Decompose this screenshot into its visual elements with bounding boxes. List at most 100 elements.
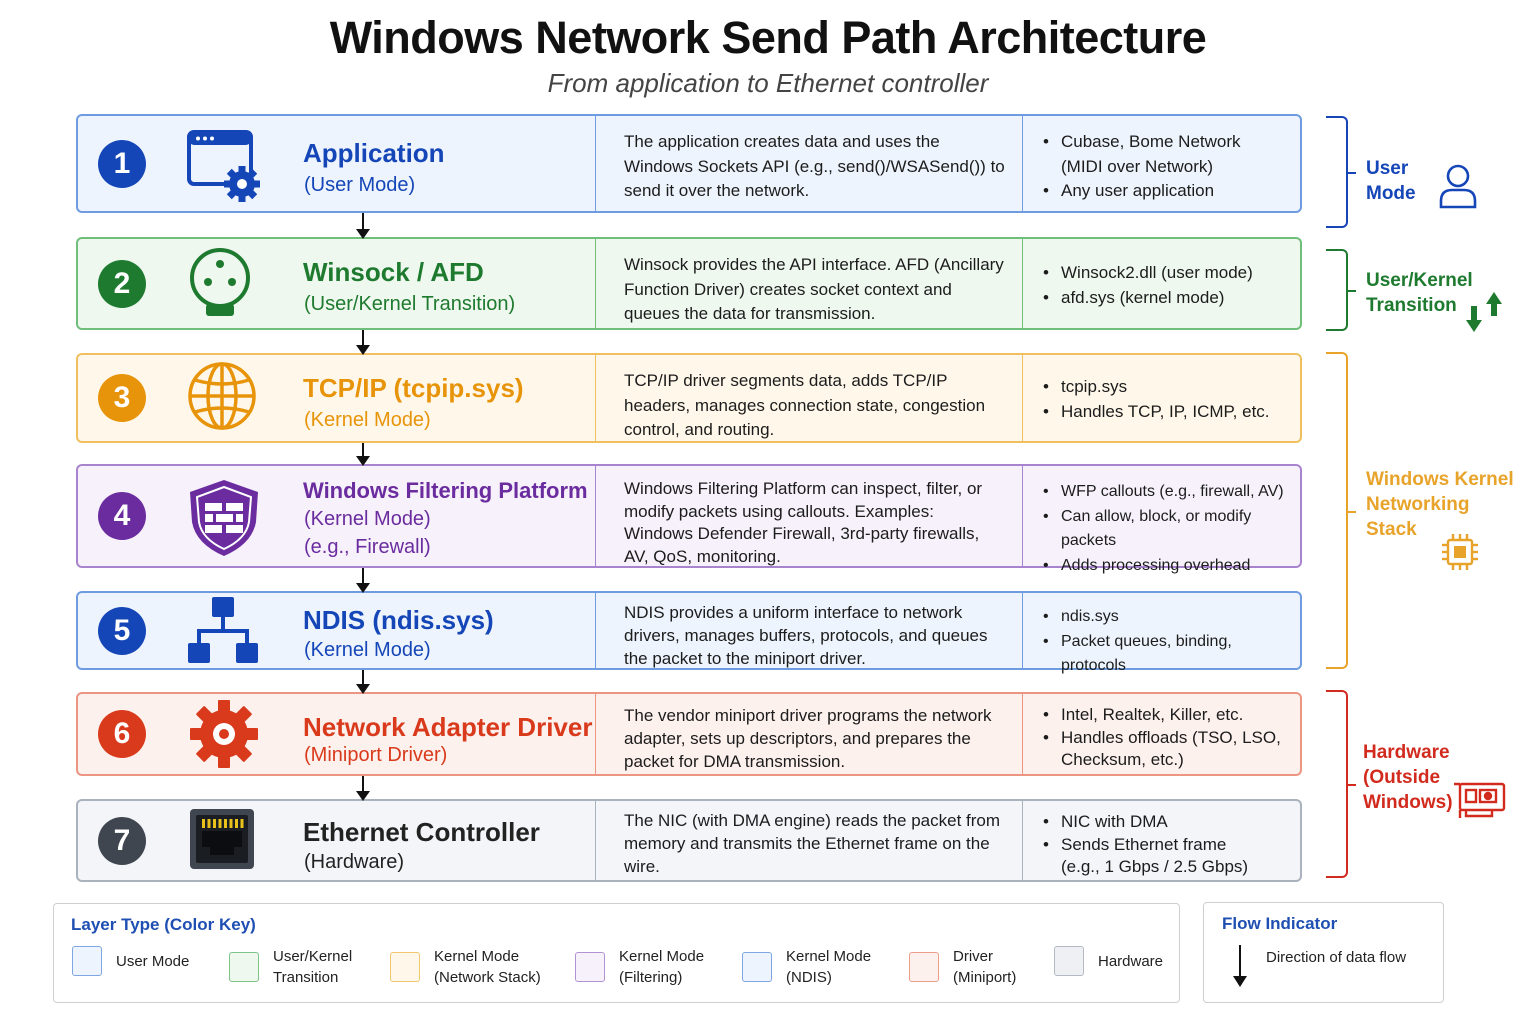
detail-list: ndis.sysPacket queues, binding, protocol… [1043, 605, 1294, 679]
layer-title-cell: 7 Ethernet Controller(Hardware) [78, 801, 595, 880]
legend-item: Hardware [1054, 946, 1163, 976]
legend-swatch [390, 952, 420, 982]
layer-name: Application [303, 138, 445, 168]
legend-swatch [909, 952, 939, 982]
detail-list: NIC with DMASends Ethernet frame(e.g., 1… [1043, 811, 1294, 879]
layer-description: The application creates data and uses th… [595, 116, 1022, 211]
flow-title: Flow Indicator [1222, 914, 1338, 933]
legend-label: Kernel Mode (Network Stack) [434, 948, 541, 986]
legend-item: User/Kernel Transition [229, 946, 352, 988]
flow-arrow [356, 330, 370, 355]
scope-label-line: Mode [1366, 183, 1416, 204]
legend-label: User Mode [116, 952, 190, 970]
layer-details: tcpip.sysHandles TCP, IP, ICMP, etc. [1022, 355, 1300, 441]
layer-row: 2 Winsock / AFD (User/Kernel Transition) W… [76, 237, 1302, 330]
detail-item: Adds processing overhead [1043, 554, 1294, 579]
gear-icon [186, 696, 262, 772]
detail-item: Intel, Realtek, Killer, etc. [1043, 704, 1294, 727]
step-number-badge: 6 [98, 710, 146, 758]
layer-title-cell: 2 Winsock / AFD (User/Kernel Transition) [78, 239, 595, 328]
layer-name: Winsock / AFD [303, 257, 484, 287]
detail-item: Packet queues, binding, protocols [1043, 630, 1294, 679]
layer-details: WFP callouts (e.g., firewall, AV)Can all… [1022, 466, 1300, 578]
detail-item: Sends Ethernet frame [1043, 834, 1294, 857]
layer-name: TCP/IP (tcpip.sys) [303, 373, 524, 403]
step-number-badge: 4 [98, 492, 146, 540]
detail-item: (e.g., 1 Gbps / 2.5 Gbps) [1061, 857, 1249, 876]
detail-list: Winsock2.dll (user mode)afd.sys (kernel … [1043, 261, 1294, 310]
legend-item: Kernel Mode (Network Stack) [390, 946, 541, 988]
flow-arrow [356, 443, 370, 466]
layer-title-cell: 4 Windows Filtering Platform (Kernel Mode… [78, 466, 595, 566]
layer-row: 5 NDIS (ndis.sys)(Kernel Mode)NDIS provi… [76, 591, 1302, 674]
layer-title-cell: 1 Application (User Mode) [78, 116, 595, 211]
layer-name: Ethernet Controller [303, 817, 540, 847]
scope-bracket [1326, 116, 1356, 228]
legend-item: Driver (Miniport) [909, 946, 1016, 988]
detail-item: Handles TCP, IP, ICMP, etc. [1043, 400, 1294, 425]
legend-title: Layer Type (Color Key) [71, 915, 256, 934]
step-number-badge: 1 [98, 139, 146, 188]
detail-item: (MIDI over Network) [1061, 156, 1214, 176]
legend-label: Hardware [1098, 952, 1164, 970]
layer-mode-label: (e.g., Firewall) [304, 536, 431, 558]
layer-description: Windows Filtering Platform can inspect, … [595, 466, 1022, 566]
layer-mode-label: (Miniport Driver) [304, 744, 448, 766]
legend-swatch [229, 952, 259, 982]
chip-icon [1440, 532, 1480, 577]
step-number-badge: 5 [98, 606, 146, 655]
layer-name: Windows Filtering Platform [303, 478, 588, 503]
detail-list: WFP callouts (e.g., firewall, AV)Can all… [1043, 480, 1294, 578]
detail-item: ndis.sys [1043, 605, 1294, 630]
network-card-icon [1452, 780, 1506, 825]
legend-swatch [1054, 946, 1084, 976]
layer-mode-label: (User/Kernel Transition) [304, 293, 516, 315]
scope-bracket [1326, 249, 1356, 331]
layer-row: 7 Ethernet Controller(Hardware)The NIC (… [76, 799, 1302, 882]
page-title: Windows Network Send Path Architecture [329, 12, 1207, 63]
page-subtitle: From application to Ethernet controller [547, 68, 989, 98]
step-number-badge: 2 [98, 259, 146, 308]
layer-row: 6 Network Adapter Driver(Miniport Driver… [76, 692, 1302, 776]
layer-title-cell: 5 NDIS (ndis.sys)(Kernel Mode) [78, 593, 595, 668]
detail-item: Can allow, block, or modify packets [1043, 505, 1294, 554]
user-icon [1438, 163, 1478, 214]
scope-bracket [1326, 352, 1356, 669]
down-arrow-icon [1233, 945, 1247, 987]
layer-name: NDIS (ndis.sys) [303, 605, 494, 635]
layer-details: Intel, Realtek, Killer, etc.Handles offl… [1022, 694, 1300, 774]
flow-arrow [356, 670, 370, 694]
layer-description: Winsock provides the API interface. AFD … [595, 239, 1022, 328]
layer-details: ndis.sysPacket queues, binding, protocol… [1022, 593, 1300, 674]
scope-label-line: (Outside [1363, 767, 1441, 788]
layer-row: 1 Application (User Mode) The application … [76, 114, 1302, 213]
detail-item: NIC with DMA [1043, 811, 1294, 834]
detail-item: Checksum, etc.) [1061, 750, 1184, 769]
detail-item: afd.sys (kernel mode) [1043, 286, 1294, 311]
legend-label: Kernel Mode (Filtering) [619, 948, 705, 986]
socket-plug-icon [186, 246, 262, 322]
layer-name: Network Adapter Driver [303, 712, 593, 742]
layer-mode-label: (User Mode) [304, 174, 416, 196]
scope-label-line: Stack [1366, 519, 1417, 540]
legend-swatch [72, 946, 102, 976]
detail-item: Cubase, Bome Network [1043, 130, 1294, 155]
flow-arrow [356, 213, 370, 239]
layer-mode-label: (Kernel Mode) [304, 508, 431, 530]
flow-indicator: Flow Indicator Direction of data flow [1203, 902, 1444, 1003]
ethernet-port-icon [186, 803, 262, 879]
layer-description: TCP/IP driver segments data, adds TCP/IP… [595, 355, 1022, 441]
scope-label-line: Hardware [1363, 742, 1450, 763]
network-tree-icon [186, 593, 262, 669]
step-number-badge: 3 [98, 374, 146, 422]
legend-label: Driver (Miniport) [953, 948, 1017, 986]
legend-label: Kernel Mode (NDIS) [786, 948, 872, 986]
layer-mode-label: (Hardware) [304, 851, 405, 873]
up-down-arrows-icon [1464, 290, 1504, 339]
layer-description: The vendor miniport driver programs the … [595, 694, 1022, 774]
layer-title-cell: 6 Network Adapter Driver(Miniport Driver… [78, 694, 595, 774]
